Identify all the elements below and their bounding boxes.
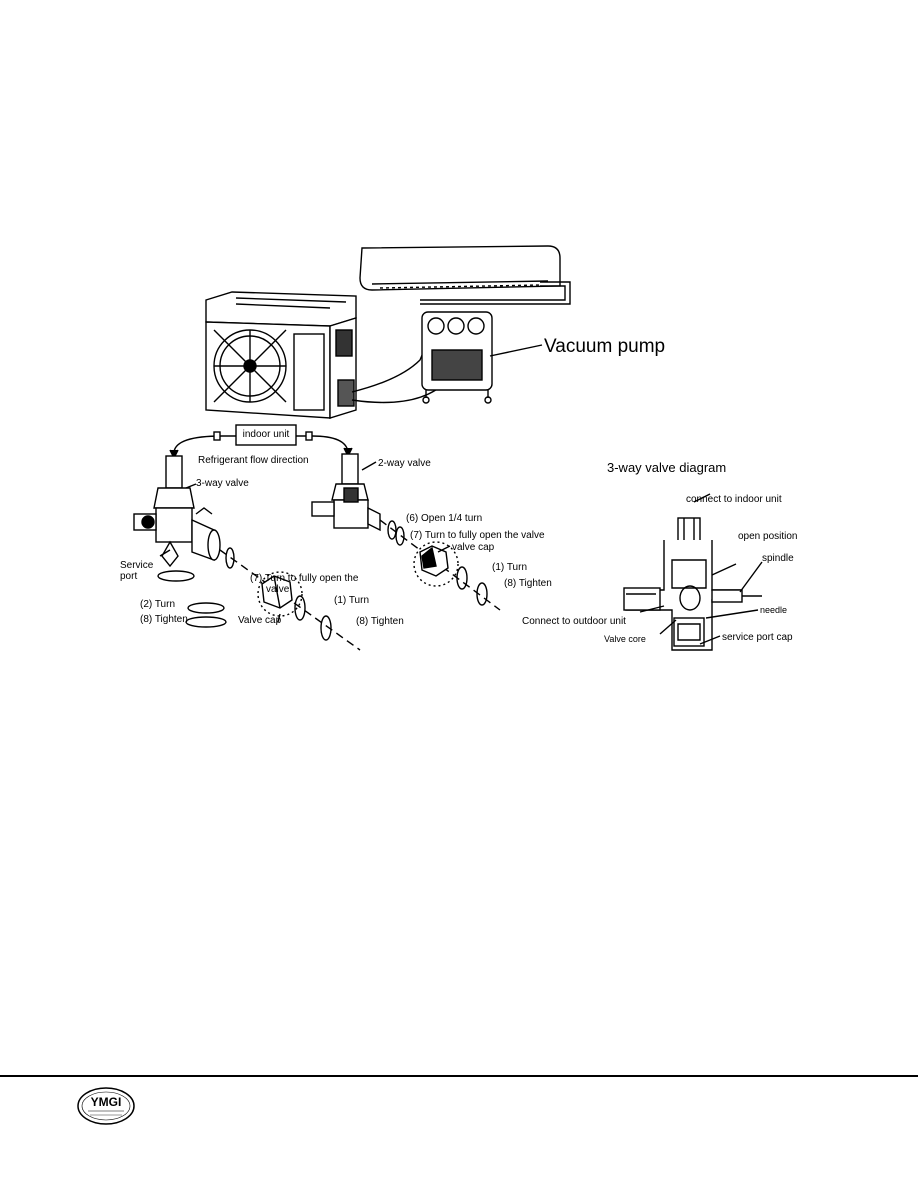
vacuum-pump-label: Vacuum pump: [544, 336, 666, 357]
three-way-cap-assembly: [219, 547, 361, 651]
outdoor-unit-drawing: [205, 291, 449, 419]
step-1-turn-left-label: (1) Turn: [334, 595, 370, 606]
valve-cap-left-label: Valve cap: [238, 615, 282, 626]
valve-diagram-title: 3-way valve diagram: [607, 460, 727, 475]
step-1-turn-right-label: (1) Turn: [492, 562, 528, 573]
indoor-unit-drawing: [359, 245, 571, 305]
step-6-open-label: (6) Open 1/4 turn: [406, 513, 483, 524]
three-way-valve-label: 3-way valve: [196, 478, 249, 489]
two-way-valve-drawing: [311, 453, 501, 611]
flow-loop: [169, 424, 353, 460]
footer-rule: [0, 1075, 918, 1077]
step-8-tighten-mid-label: (8) Tighten: [356, 616, 404, 627]
three-way-valve-drawing: [133, 455, 227, 628]
logo-text: YMGI: [91, 1095, 122, 1109]
step-8-tighten-right-label: (8) Tighten: [504, 578, 552, 589]
connect-indoor-label: connect to indoor unit: [686, 494, 782, 505]
vacuum-pump-drawing: [421, 311, 543, 404]
connect-outdoor-label: Connect to outdoor unit: [522, 616, 626, 627]
three-way-valve-section: [623, 493, 763, 651]
indoor-unit-label: indoor unit: [242, 429, 290, 440]
service-port-cap-label: service port cap: [722, 632, 793, 643]
step-2-turn-label: (2) Turn: [140, 599, 176, 610]
two-way-valve-label: 2-way valve: [378, 458, 431, 469]
step-7-left-label-line2: valve: [266, 584, 290, 595]
service-port-label-line1: Service: [120, 560, 154, 571]
step-8-tighten-left-label: (8) Tighten: [140, 614, 188, 625]
spindle-label: spindle: [762, 553, 794, 564]
step-7-right-label: (7) Turn to fully open the valve: [410, 530, 545, 541]
step-7-left-label-line1: (7) Turn to fully open the: [250, 573, 359, 584]
open-position-label: open position: [738, 531, 798, 542]
needle-label: needle: [760, 605, 788, 615]
valve-cap-right-label: valve cap: [452, 542, 495, 553]
service-port-label-line2: port: [120, 571, 138, 582]
valve-core-label: Valve core: [604, 634, 646, 644]
flow-direction-label: Refrigerant flow direction: [198, 455, 309, 466]
ymgi-logo: YMGI: [77, 1087, 135, 1125]
